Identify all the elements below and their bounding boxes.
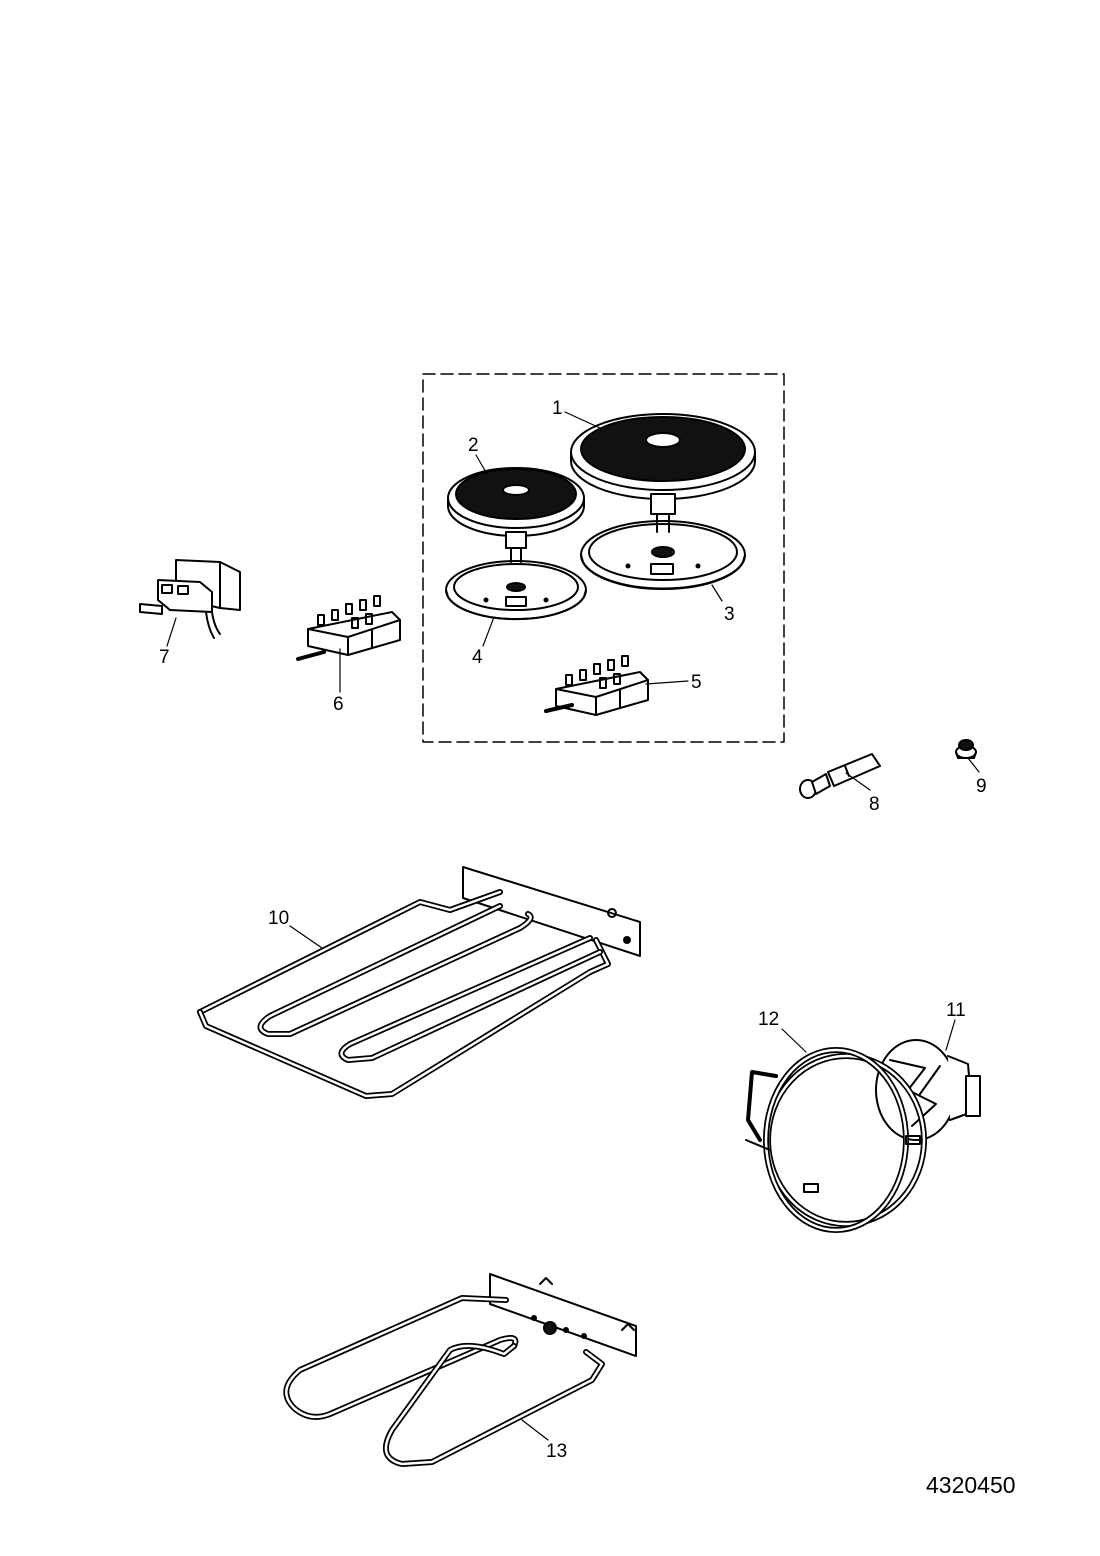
- circular-heating-element-icon: [745, 1047, 927, 1233]
- callout-13: 13: [546, 1441, 567, 1462]
- large-hotplate-icon: [570, 413, 756, 533]
- callout-3: 3: [724, 604, 735, 625]
- thermostat-icon: [139, 559, 241, 639]
- fan-motor-icon: [875, 1039, 981, 1141]
- callout-1: 1: [552, 398, 563, 419]
- callout-9: 9: [976, 776, 987, 797]
- pilot-lamp-icon: [799, 753, 881, 799]
- small-hotplate-pan-icon: [445, 560, 587, 621]
- large-hotplate-pan-icon: [580, 520, 746, 590]
- bottom-heating-element-icon: [283, 1273, 637, 1467]
- rotary-switch-icon: [544, 655, 649, 716]
- grommet-icon: [955, 739, 977, 759]
- kit-boundary: [422, 373, 785, 743]
- callout-5: 5: [691, 672, 702, 693]
- callout-2: 2: [468, 435, 479, 456]
- small-hotplate-icon: [447, 467, 585, 563]
- callout-11: 11: [946, 1000, 966, 1021]
- callout-4: 4: [472, 647, 483, 668]
- callout-8: 8: [869, 794, 880, 815]
- grill-heating-element-icon: [197, 866, 641, 1099]
- drawing-number: 4320450: [926, 1472, 1016, 1498]
- leader-lines: [166, 411, 980, 1441]
- rotary-switch-icon: [296, 595, 401, 661]
- callout-6: 6: [333, 694, 344, 715]
- callout-12: 12: [758, 1009, 779, 1030]
- callout-10: 10: [268, 908, 289, 929]
- callout-7: 7: [159, 647, 170, 668]
